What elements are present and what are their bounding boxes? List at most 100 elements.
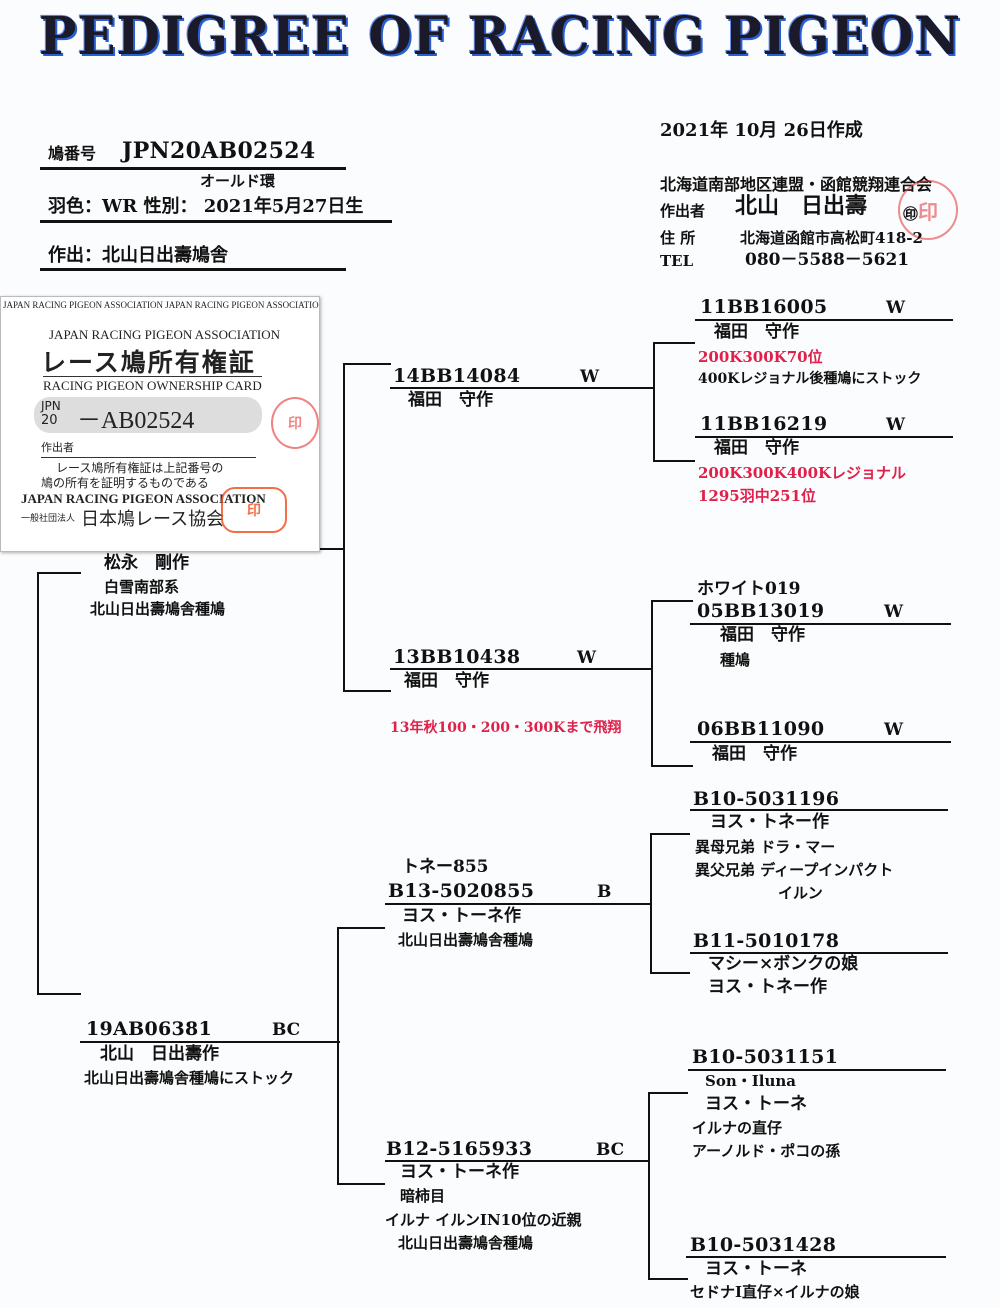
card-issuer-ja: 日本鳩レース協会 <box>81 509 225 530</box>
sds-ring: 05BB13019 <box>697 600 825 622</box>
card-border-text: JAPAN RACING PIGEON ASSOCIATION JAPAN RA… <box>3 300 320 310</box>
ddd-line <box>686 1256 946 1258</box>
tel: 080－5588－5621 <box>745 250 910 270</box>
sdd-note: 福田 守作 <box>712 744 797 764</box>
divider <box>40 220 392 223</box>
connector <box>337 927 385 929</box>
ring-type: オールド環 <box>200 172 276 190</box>
sdd-color: W <box>884 720 904 740</box>
dam-ring: 19AB06381 <box>86 1018 213 1040</box>
sds-note: 種鳩 <box>720 651 751 669</box>
connector <box>653 342 695 344</box>
dam-note: 北山 日出壽作 <box>100 1044 219 1064</box>
connector <box>648 1278 688 1280</box>
sss-note: 400Kレジョナル後種鳩にストック <box>698 371 922 387</box>
sire-note: 松永 剛作 <box>104 553 189 573</box>
dds-note: ヨス・トーネ <box>705 1094 807 1114</box>
bracket <box>653 342 655 462</box>
sd-note: 福田 守作 <box>404 671 489 691</box>
dsd-note: ヨス・トネー作 <box>708 977 827 997</box>
card-statement-2: 鳩の所有を証明するものである <box>41 476 209 490</box>
connector <box>648 1092 688 1094</box>
card-breeder-label: 作出者 <box>41 442 74 454</box>
ss-note: 福田 守作 <box>408 390 493 410</box>
ds-color: B <box>597 882 612 902</box>
ring-label: 鳩番号 <box>48 144 97 163</box>
ss-ring: 14BB14084 <box>393 365 521 387</box>
card-stamp: 印 <box>221 487 287 533</box>
sire-note: 北山日出壽鳩舎種鳩 <box>90 600 226 618</box>
connector <box>318 548 345 550</box>
ds-ring: B13-5020855 <box>388 880 535 902</box>
ssd-line <box>695 436 953 438</box>
card-issuer-en: JAPAN RACING PIGEON ASSOCIATION <box>21 491 266 506</box>
ddd-note: ヨス・トーネ <box>705 1259 807 1279</box>
connector <box>37 993 81 995</box>
bracket <box>651 600 653 767</box>
sd-line <box>390 668 652 670</box>
sss-color: W <box>886 298 906 318</box>
dss-ring: B10-5031196 <box>693 788 840 810</box>
sss-red-note: 200K300K70位 <box>698 348 823 366</box>
red-seal-stamp: 印 <box>898 180 958 240</box>
card-number-field <box>34 397 262 433</box>
card-title-ja: レース鳩所有権証 <box>41 348 256 377</box>
ddd-note: セドナⅠ直仔×イルナの娘 <box>690 1283 860 1301</box>
sd-red-note: 13年秋100・200・300Kまで飛翔 <box>390 720 622 736</box>
ssd-color: W <box>886 415 906 435</box>
dds-ring: B10-5031151 <box>692 1046 839 1068</box>
connector <box>343 690 391 692</box>
ssd-red-note: 1295羽中251位 <box>698 487 817 505</box>
ssd-note: 福田 守作 <box>714 438 799 458</box>
dds-note: アーノルド・ポコの孫 <box>692 1142 841 1160</box>
card-title-en: RACING PIGEON OWNERSHIP CARD <box>43 376 262 393</box>
dss-note: イルン <box>778 884 823 902</box>
dd-note: 北山日出壽鳩舎種鳩 <box>398 1234 534 1252</box>
dam-color: BC <box>272 1020 301 1040</box>
card-number: －AB02524 <box>77 408 195 434</box>
ring-number: JPN20AB02524 <box>122 138 316 164</box>
dss-note: 異父兄弟 ディープインパクト <box>695 861 894 879</box>
federation: 北海道南部地区連盟・函館競翔連合会 <box>660 175 933 194</box>
sds-note: 福田 守作 <box>720 625 805 645</box>
connector <box>651 600 693 602</box>
card-issuer-type: 一般社団法人 <box>21 513 76 523</box>
ownership-card: JAPAN RACING PIGEON ASSOCIATION JAPAN RA… <box>0 296 320 552</box>
bracket <box>337 927 339 1185</box>
sss-ring: 11BB16005 <box>700 296 828 318</box>
card-statement-1: レース鳩所有権証は上記番号の <box>56 461 224 475</box>
bracket <box>648 1092 650 1280</box>
breeder-label: 作出者 <box>660 202 706 220</box>
sss-line <box>695 319 953 321</box>
connector <box>653 460 695 462</box>
ss-line <box>390 387 654 389</box>
sdd-ring: 06BB11090 <box>697 718 825 740</box>
sds-name: ホワイト019 <box>697 579 801 599</box>
dd-line <box>385 1160 649 1162</box>
connector <box>650 833 690 835</box>
dd-note: ヨス・トーネ作 <box>400 1162 519 1182</box>
dss-note: ヨス・トネー作 <box>710 812 829 832</box>
ddd-ring: B10-5031428 <box>690 1234 837 1256</box>
dd-color: BC <box>596 1140 625 1160</box>
connector <box>650 972 690 974</box>
connector <box>337 1183 385 1185</box>
address-label: 住 所 <box>660 229 696 247</box>
dds-note: イルナの直仔 <box>692 1119 783 1137</box>
creation-date: 2021年 10月 26日作成 <box>660 120 863 141</box>
connector <box>651 765 693 767</box>
sd-color: W <box>577 648 597 668</box>
ssd-red-note: 200K300K400Kレジョナル <box>698 464 907 482</box>
dss-note: 異母兄弟 ドラ・マー <box>695 838 836 856</box>
ds-name: トネー855 <box>402 857 489 877</box>
sd-ring: 13BB10438 <box>393 646 521 668</box>
ss-color: W <box>580 367 600 387</box>
dds-line <box>688 1069 946 1071</box>
sds-color: W <box>884 602 904 622</box>
divider <box>40 167 346 170</box>
bracket <box>37 572 39 995</box>
dds-note: Son・Iluna <box>705 1072 796 1090</box>
card-prefix-bottom: 20 <box>41 413 58 428</box>
dss-line <box>690 809 948 811</box>
bred-by: 作出：北山日出壽鳩舎 <box>48 245 228 266</box>
